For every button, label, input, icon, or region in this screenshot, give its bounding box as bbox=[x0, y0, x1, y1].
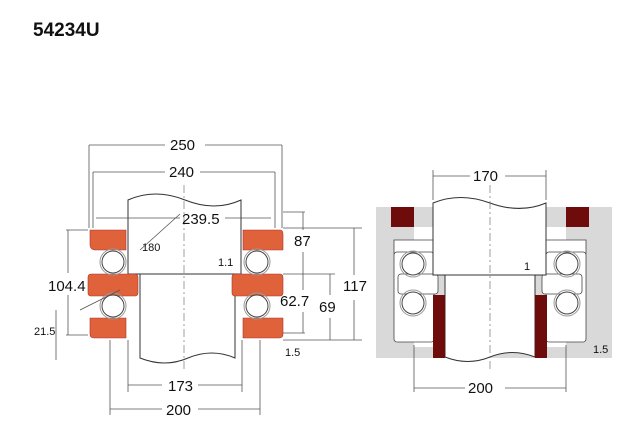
ball bbox=[399, 289, 427, 317]
dim-1-5: 1.5 bbox=[593, 344, 608, 356]
ball bbox=[99, 292, 127, 320]
ball bbox=[243, 248, 271, 276]
ball bbox=[399, 250, 427, 278]
part-number-title: 54234U bbox=[33, 20, 100, 41]
race-right bbox=[231, 229, 284, 339]
right-view: 170 1 1.5 200 bbox=[376, 168, 612, 397]
race-left bbox=[87, 229, 139, 339]
dim-1-5: 1.5 bbox=[285, 347, 300, 359]
dim-180: 180 bbox=[142, 242, 160, 254]
dim-200: 200 bbox=[166, 402, 191, 419]
dim-200: 200 bbox=[468, 380, 493, 397]
ball bbox=[553, 250, 581, 278]
dim-104-4: 104.4 bbox=[48, 278, 86, 295]
dim-240: 240 bbox=[169, 164, 194, 181]
sleeve-left bbox=[433, 295, 445, 358]
dim-239-5: 239.5 bbox=[182, 211, 220, 228]
ball bbox=[99, 248, 127, 276]
sleeve-right bbox=[535, 295, 547, 358]
dim-87: 87 bbox=[294, 233, 311, 250]
ball bbox=[243, 292, 271, 320]
dim-117: 117 bbox=[343, 278, 367, 295]
dim-62-7: 62.7 bbox=[280, 293, 309, 310]
ball bbox=[553, 289, 581, 317]
dim-21-5: 21.5 bbox=[34, 326, 55, 338]
spacer-right bbox=[566, 207, 589, 227]
spacer-left bbox=[391, 207, 414, 227]
dim-69: 69 bbox=[319, 299, 336, 316]
shaft-lower bbox=[139, 273, 236, 364]
left-view: 250 240 239.5 180 87 117 69 62.7 104.4 1… bbox=[34, 137, 367, 419]
dim-1: 1 bbox=[524, 261, 530, 273]
dim-1-1: 1.1 bbox=[218, 257, 233, 269]
dim-250: 250 bbox=[170, 137, 195, 154]
shaft-upper bbox=[127, 193, 242, 275]
dim-170: 170 bbox=[473, 168, 498, 185]
dim-173: 173 bbox=[168, 378, 193, 395]
